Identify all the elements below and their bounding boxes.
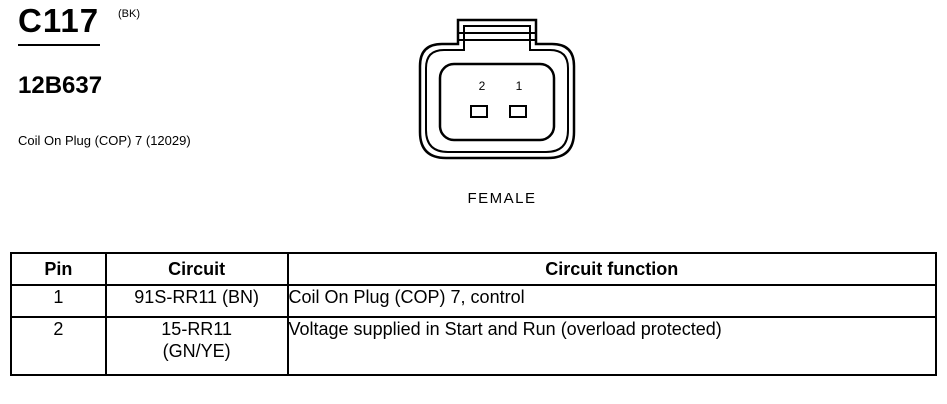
pin-number: 2 bbox=[10, 316, 107, 376]
pin-label-2: 2 bbox=[479, 79, 486, 93]
header-pin: Pin bbox=[10, 252, 107, 286]
connector-color-code: (BK) bbox=[118, 8, 140, 20]
part-number: 12B637 bbox=[18, 72, 103, 99]
circuit-function: Coil On Plug (COP) 7, control bbox=[286, 284, 937, 318]
connector-id: C117 bbox=[18, 2, 100, 39]
connector-inner-shell bbox=[425, 25, 569, 153]
pinout-table: Pin Circuit Circuit function 1 91S-RR11 … bbox=[10, 252, 937, 376]
circuit-cell: 91S-RR11 (BN) bbox=[104, 284, 289, 318]
connector-outer-shell bbox=[418, 18, 576, 160]
connector-description: Coil On Plug (COP) 7 (12029) bbox=[18, 133, 191, 148]
connector-gender-label: FEMALE bbox=[467, 190, 537, 207]
circuit-code: 91S-RR11 (BN) bbox=[134, 287, 259, 307]
terminal-cavity bbox=[438, 62, 556, 142]
circuit-cell: 15-RR11 (GN/YE) bbox=[104, 316, 289, 376]
table-row: 1 91S-RR11 (BN) Coil On Plug (COP) 7, co… bbox=[10, 284, 937, 318]
circuit-wire-color: (GN/YE) bbox=[162, 341, 231, 361]
header-circuit-function: Circuit function bbox=[286, 252, 937, 286]
circuit-function: Voltage supplied in Start and Run (overl… bbox=[286, 316, 937, 376]
pin-2-terminal bbox=[470, 105, 488, 118]
pin-1-terminal bbox=[509, 105, 527, 118]
pin-number: 1 bbox=[10, 284, 107, 318]
circuit-code: 15-RR11 bbox=[161, 319, 232, 339]
table-header-row: Pin Circuit Circuit function bbox=[10, 252, 937, 286]
header-circuit: Circuit bbox=[104, 252, 289, 286]
connector-face-diagram: 2 1 bbox=[418, 18, 576, 160]
table-row: 2 15-RR11 (GN/YE) Voltage supplied in St… bbox=[10, 316, 937, 376]
title-underline bbox=[18, 44, 100, 46]
pin-label-1: 1 bbox=[516, 79, 523, 93]
